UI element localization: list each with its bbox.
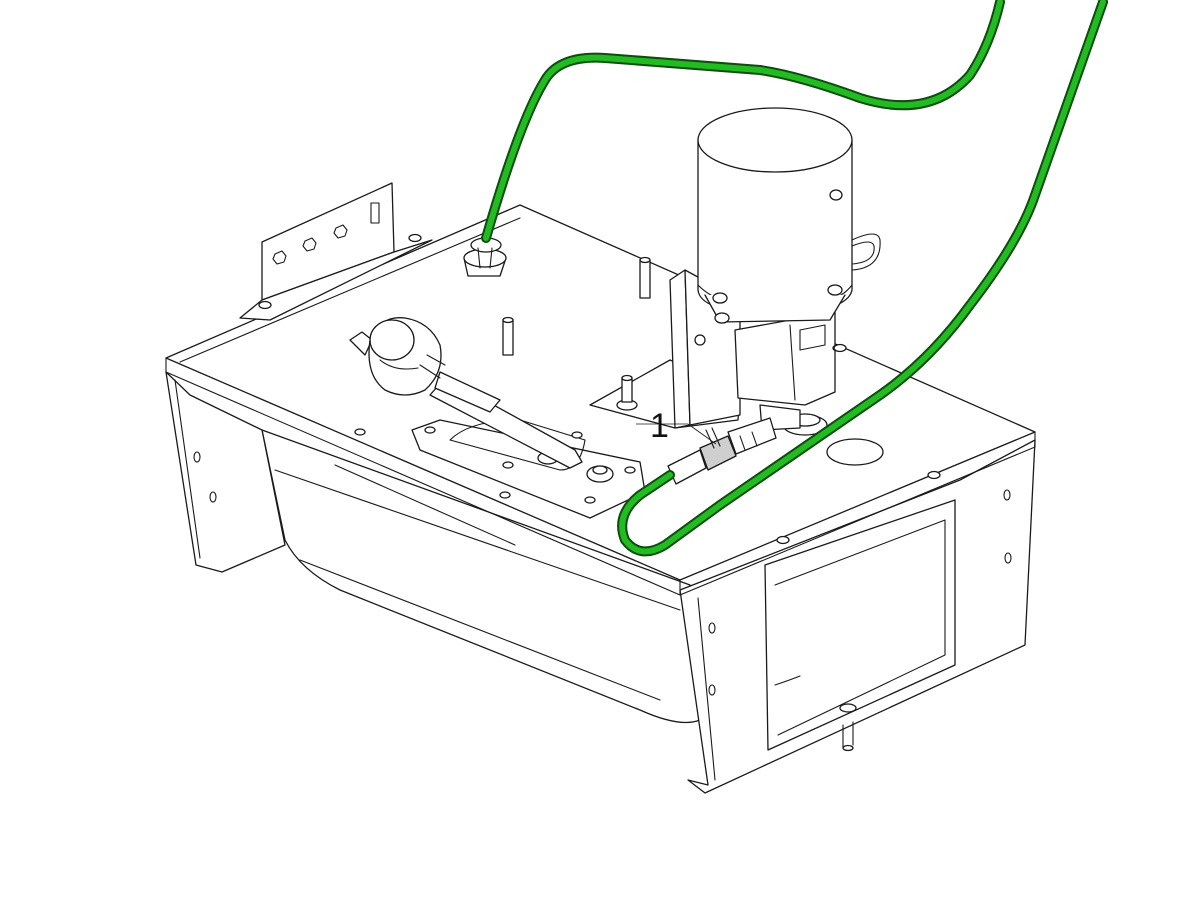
connector-bracket	[239, 182, 433, 321]
hose-fitting-icon	[667, 417, 777, 485]
hydraulic-hoses	[481, 0, 1108, 557]
callout-1: 1	[636, 407, 717, 445]
left-end-bracket	[165, 371, 286, 573]
guide-pins	[502, 256, 651, 356]
fill-opening	[826, 438, 884, 466]
pump-body	[734, 311, 844, 436]
tank-housing	[165, 204, 1036, 794]
release-valve-assembly	[349, 317, 646, 519]
end-cutout	[764, 499, 956, 751]
pump-motor-icon	[697, 107, 881, 324]
pump-mount-bracket	[589, 269, 741, 429]
breather-fitting	[463, 237, 507, 277]
callout-label: 1	[650, 407, 669, 445]
plate-screws	[776, 343, 941, 545]
